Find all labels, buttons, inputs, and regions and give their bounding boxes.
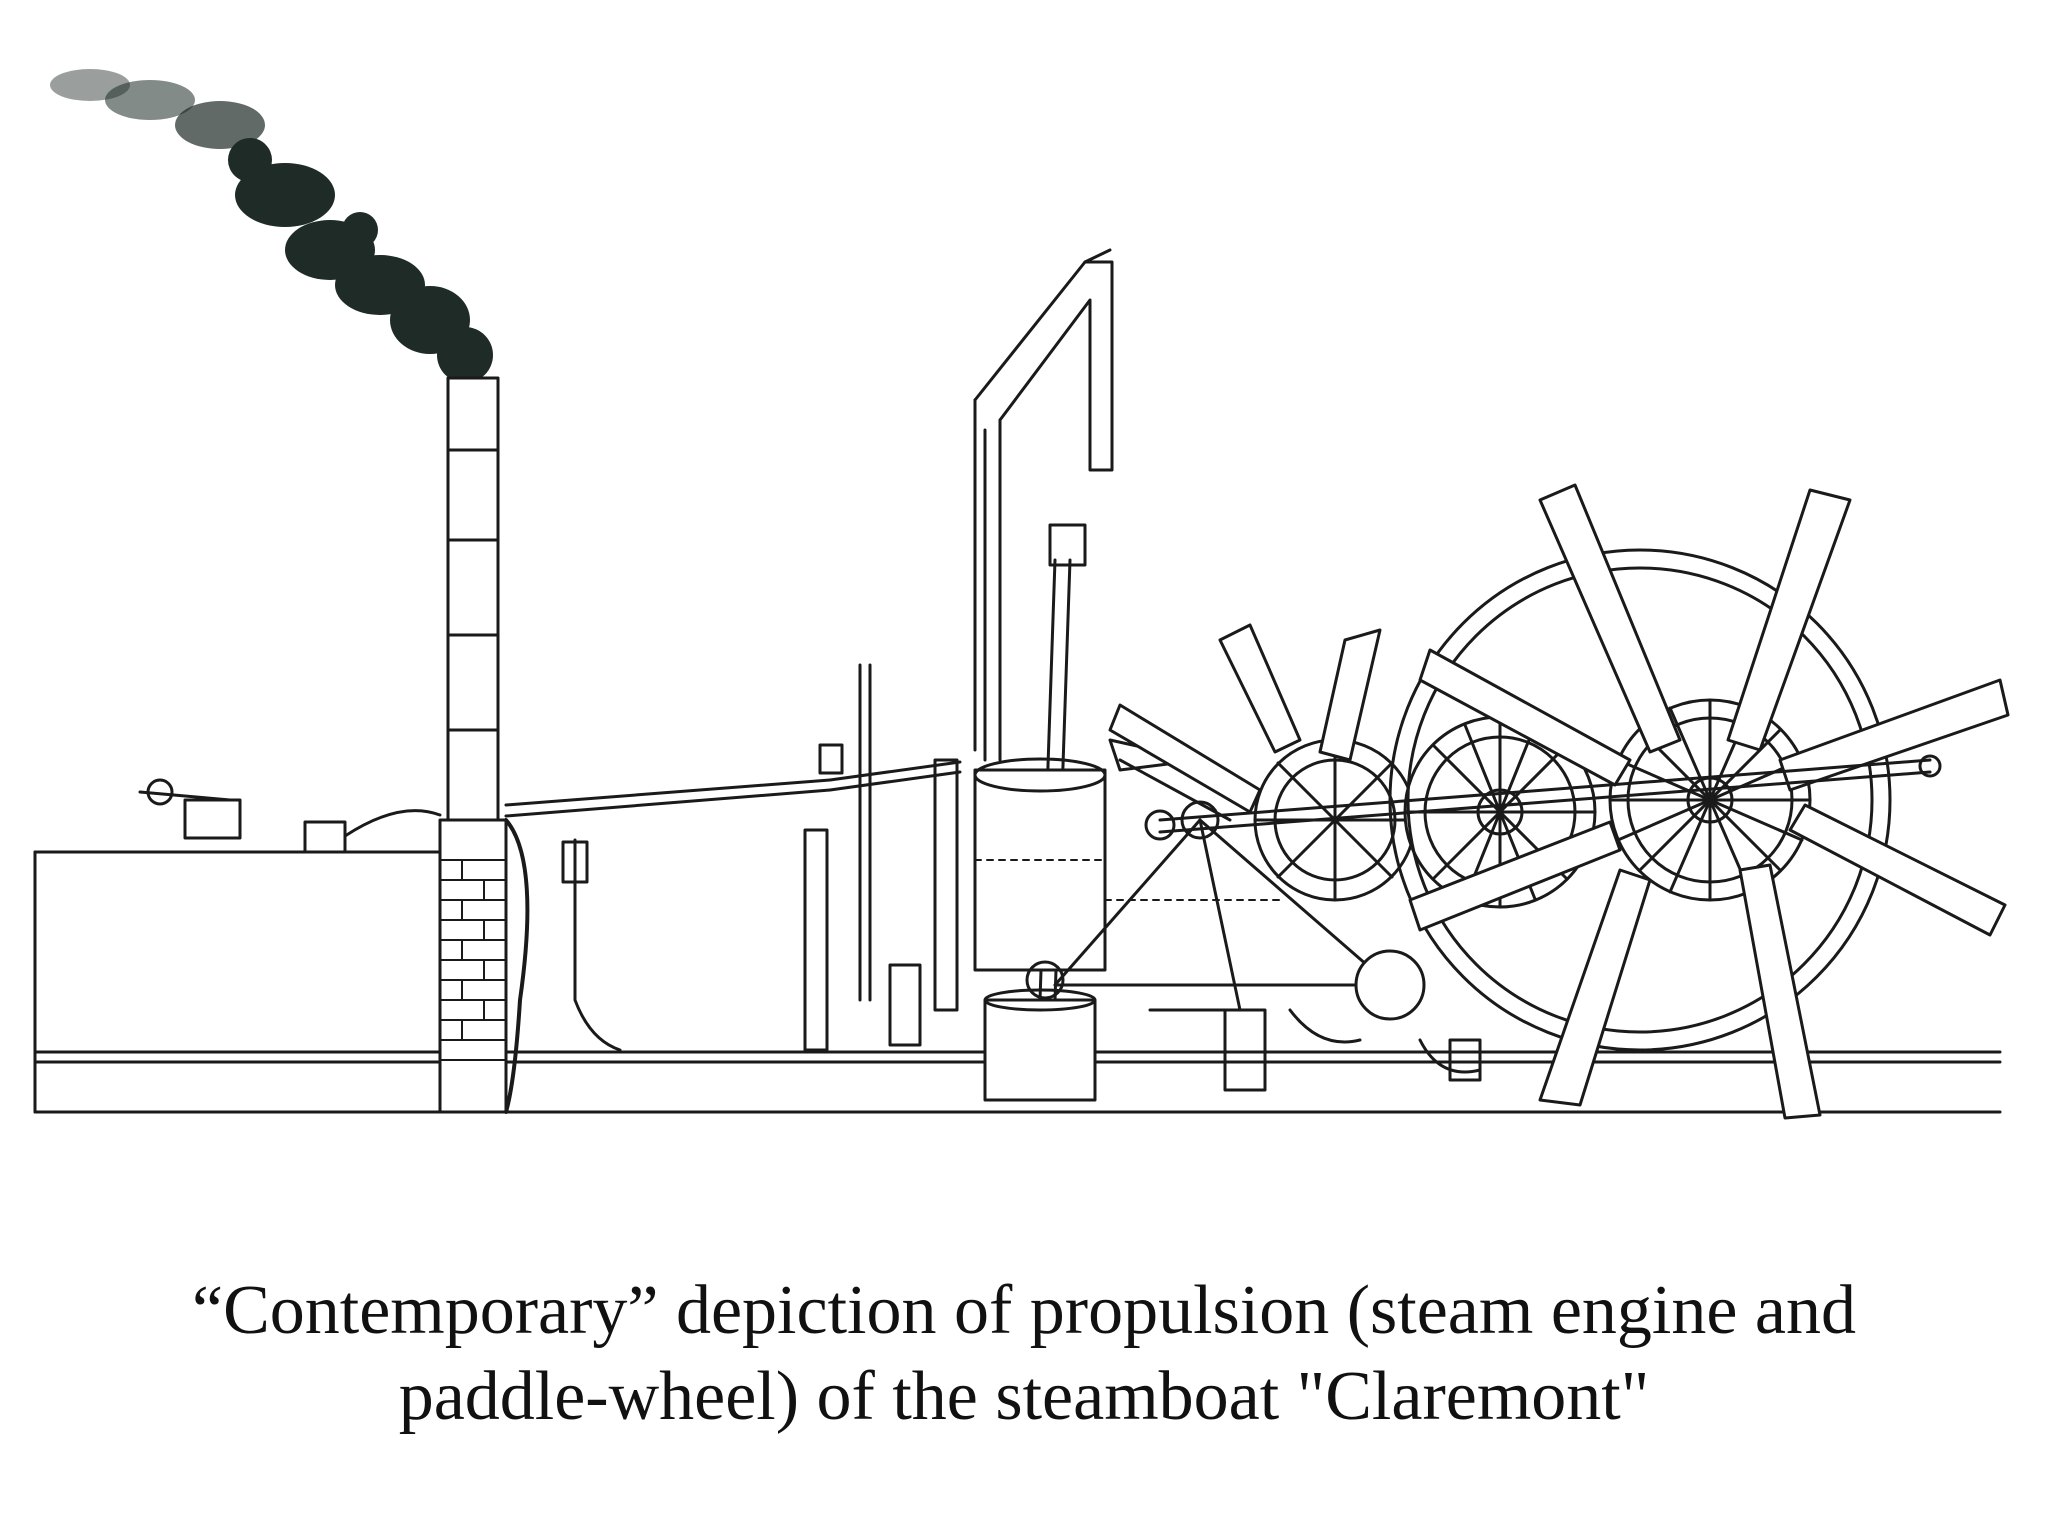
steam-pipe (504, 743, 962, 1052)
engine-beam-frame (1025, 738, 1426, 1092)
steam-cylinder (973, 757, 1281, 1102)
engine-pipes (803, 663, 959, 1052)
brick-furnace (439, 818, 530, 1114)
smoke-plume (50, 69, 493, 383)
chimney (438, 376, 508, 1114)
paddle-blades (1108, 483, 2010, 1120)
figure-caption: “Contemporary” depiction of propulsion (… (0, 1268, 2048, 1440)
caption-line-2: paddle-wheel) of the steamboat "Claremon… (398, 1358, 1650, 1435)
caption-line-1: “Contemporary” depiction of propulsion (… (192, 1272, 1856, 1349)
deck-fittings (138, 778, 442, 854)
steamboat-engine-illustration (33, 69, 2010, 1120)
paddle-shaft (1158, 754, 1942, 1082)
